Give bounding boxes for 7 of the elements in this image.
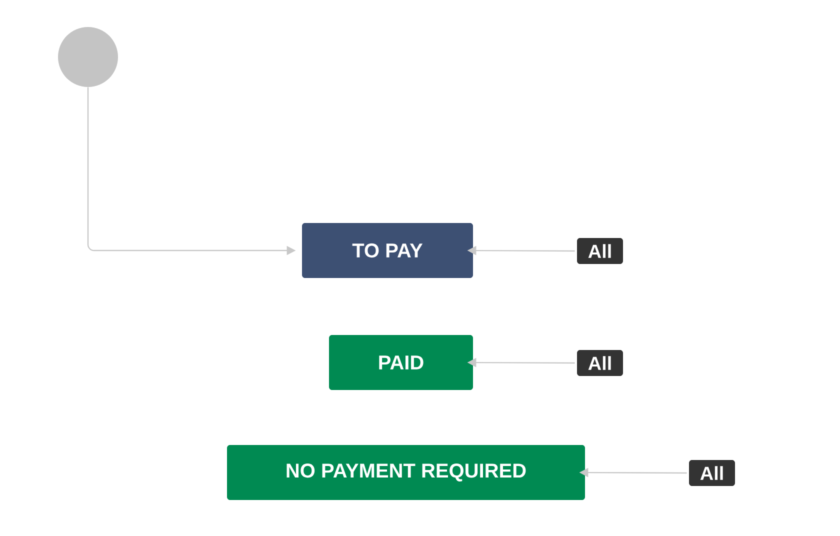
- transition-badge: All: [689, 460, 735, 486]
- status-box: PAID: [329, 335, 473, 390]
- status-box: TO PAY: [302, 223, 473, 278]
- transition-badge: All: [577, 238, 623, 264]
- transition-badge: All: [577, 350, 623, 376]
- start-circle: [58, 27, 118, 87]
- status-box: NO PAYMENT REQUIRED: [227, 445, 585, 500]
